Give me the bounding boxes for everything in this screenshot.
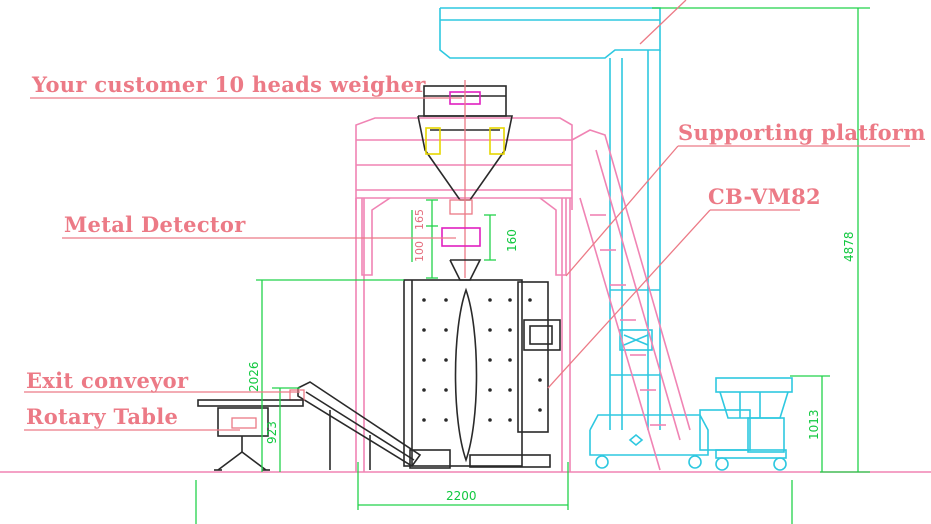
platform-label: Supporting platform [678, 120, 926, 145]
dim-detector-a: 100 [413, 241, 426, 262]
dim-table-height: 1013 [807, 409, 821, 440]
model-label: CB-VM82 [708, 184, 821, 209]
dim-detector-c: 160 [505, 229, 519, 252]
leader-lines [24, 0, 910, 431]
elevator-frame [439, 7, 793, 471]
supporting-platform [355, 117, 691, 472]
dim-total-height: 4878 [842, 231, 856, 262]
dim-conveyor-height: 923 [265, 421, 279, 444]
rotary-table [197, 399, 304, 471]
dim-detector-b: 165 [413, 209, 426, 230]
dim-base-width: 2200 [446, 489, 477, 503]
dimension-lines [195, 7, 870, 524]
metal-detector-label: Metal Detector [64, 212, 246, 237]
dim-machine-height: 2026 [247, 361, 261, 392]
weigher-label: Your customer 10 heads weigher [31, 72, 426, 97]
exit-conveyor [289, 381, 422, 470]
rotary-table-label: Rotary Table [26, 404, 178, 429]
multihead-weigher [417, 80, 513, 278]
metal-detector [411, 199, 496, 279]
exit-conveyor-label: Exit conveyor [26, 368, 189, 393]
vffs-machine [403, 259, 561, 469]
